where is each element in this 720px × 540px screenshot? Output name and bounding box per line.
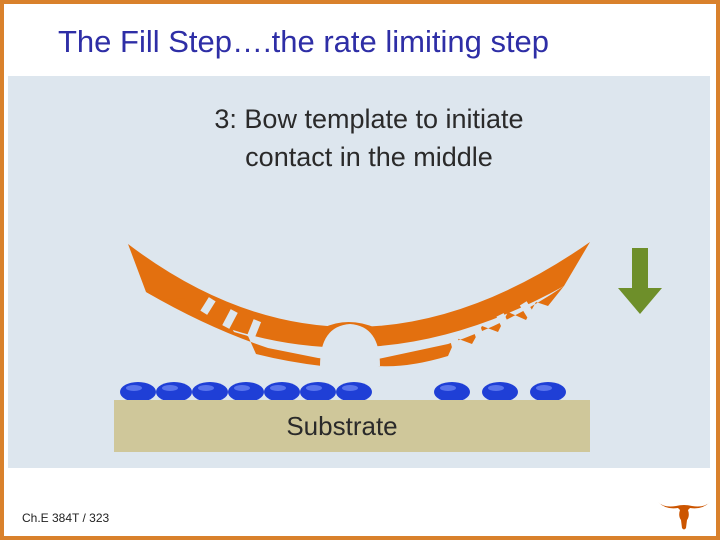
substrate-block [114, 400, 590, 452]
substrate-label: Substrate [286, 411, 397, 441]
caption-line-1: 3: Bow template to initiate [214, 104, 523, 134]
imprint-diagram: 3: Bow template to initiate contact in t… [8, 76, 710, 468]
bowed-template [128, 242, 590, 367]
slide-title: The Fill Step….the rate limiting step [58, 24, 550, 59]
caption-line-2: contact in the middle [245, 142, 493, 172]
longhorn-icon [656, 496, 712, 532]
down-arrow-icon [618, 248, 662, 314]
resist-droplets [120, 382, 566, 402]
course-footer: Ch.E 384T / 323 [22, 511, 110, 525]
